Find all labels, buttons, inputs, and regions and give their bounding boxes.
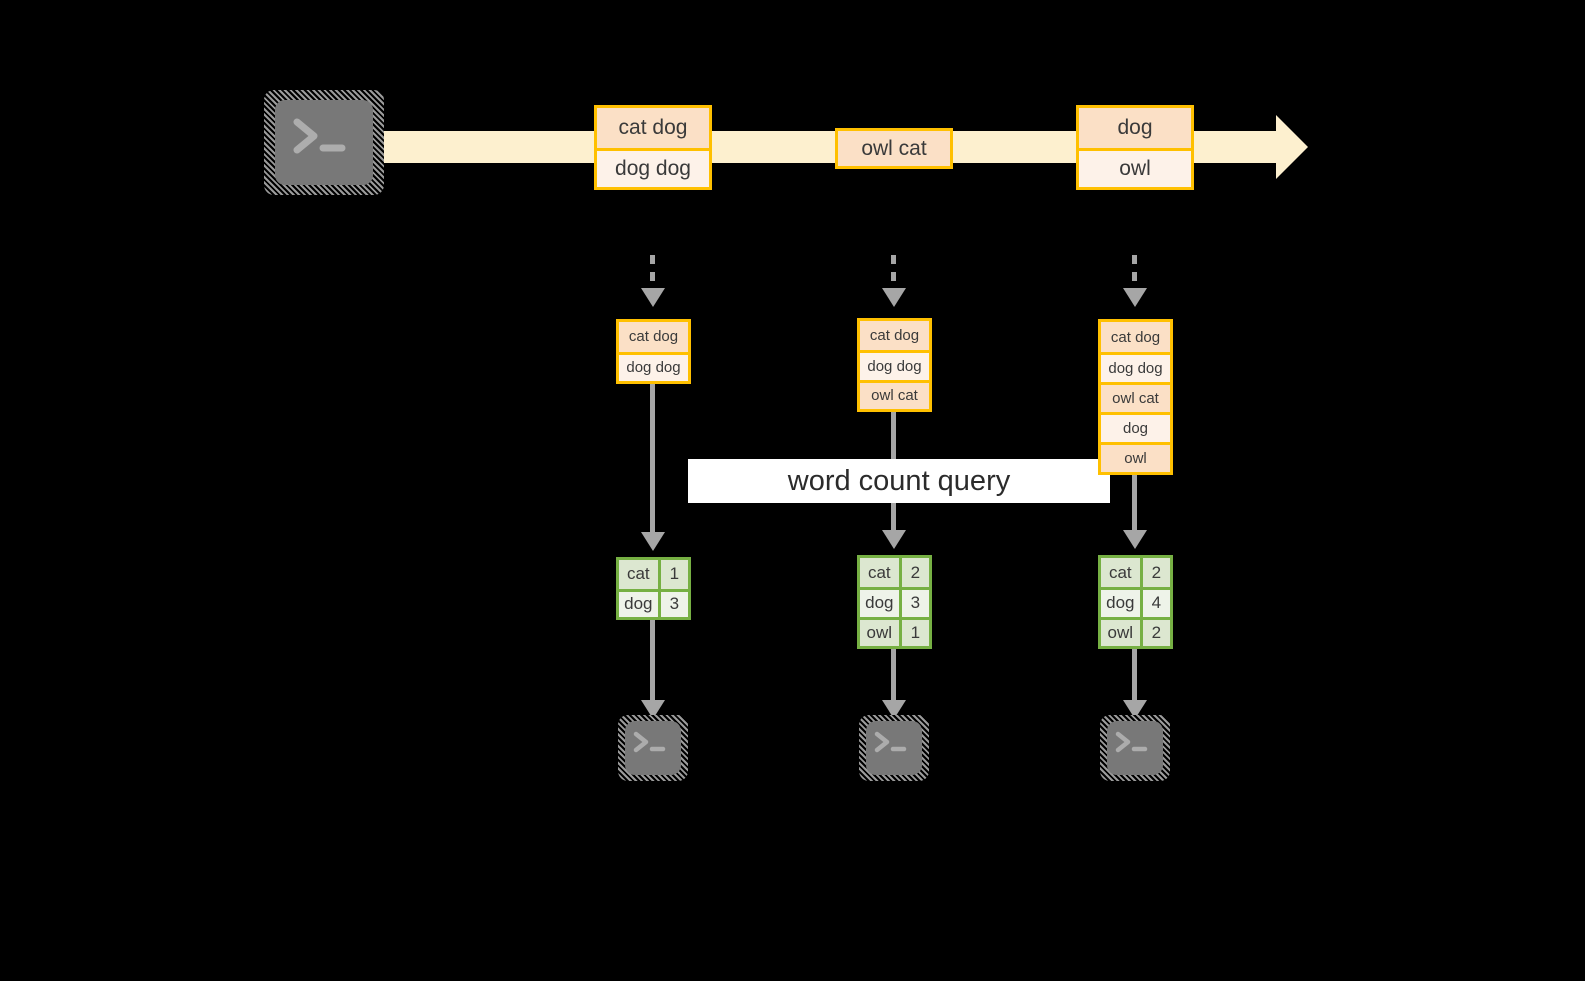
result-word: dog	[860, 590, 899, 617]
result-count: 2	[1139, 558, 1170, 588]
terminal-prompt-icon	[1115, 731, 1148, 753]
stream-state-line: owl cat	[860, 379, 929, 409]
stream-state-box[interactable]: cat dog dog dog	[616, 319, 691, 384]
output-down-arrow-icon	[891, 649, 896, 700]
stream-message-line: dog	[1079, 108, 1191, 148]
terminal-prompt-icon	[633, 731, 666, 753]
table-row: cat 2	[860, 558, 929, 588]
dashed-down-arrow-icon	[891, 255, 896, 288]
stream-state-line: owl	[1101, 442, 1170, 472]
result-word: dog	[619, 591, 658, 617]
result-count: 1	[657, 560, 688, 589]
stream-state-line: cat dog	[619, 322, 688, 352]
output-down-arrow-icon	[650, 620, 655, 700]
query-label: word count query	[688, 459, 1110, 503]
result-count: 2	[1139, 619, 1170, 646]
query-down-arrowhead-icon	[1123, 530, 1147, 549]
query-down-arrowhead-icon	[641, 532, 665, 551]
stream-state-box[interactable]: cat dog dog dog owl cat	[857, 318, 932, 412]
stream-state-line: dog dog	[1101, 352, 1170, 382]
stream-message-line: owl	[1079, 147, 1191, 187]
output-down-arrowhead-icon	[641, 700, 665, 719]
consumer-terminal-icon[interactable]	[618, 715, 688, 781]
stream-state-box[interactable]: cat dog dog dog owl cat dog owl	[1098, 319, 1173, 475]
table-row: cat 2	[1101, 558, 1170, 588]
result-table[interactable]: cat 1 dog 3	[616, 557, 691, 620]
consumer-terminal-icon[interactable]	[859, 715, 929, 781]
query-down-arrow-icon	[1132, 474, 1137, 530]
result-count: 4	[1139, 590, 1170, 617]
result-word: dog	[1101, 590, 1140, 617]
dashed-down-arrowhead-icon	[641, 288, 665, 307]
result-count: 3	[657, 591, 688, 617]
result-word: cat	[619, 560, 658, 589]
result-word: cat	[1101, 558, 1140, 588]
result-count: 3	[898, 590, 929, 617]
terminal-screen	[275, 100, 373, 185]
terminal-prompt-icon	[874, 731, 907, 753]
table-row: dog 3	[619, 588, 688, 617]
result-word: owl	[1101, 619, 1140, 646]
stream-message-line: dog dog	[597, 147, 709, 187]
output-down-arrowhead-icon	[882, 700, 906, 719]
stream-state-line: cat dog	[860, 321, 929, 351]
stream-state-line: dog dog	[860, 350, 929, 380]
stream-state-line: cat dog	[1101, 322, 1170, 352]
result-count: 1	[898, 619, 929, 646]
stream-message[interactable]: owl cat	[835, 128, 953, 169]
table-row: dog 3	[860, 587, 929, 617]
result-table[interactable]: cat 2 dog 4 owl 2	[1098, 555, 1173, 649]
query-down-arrowhead-icon	[882, 530, 906, 549]
query-down-arrow-icon	[650, 384, 655, 532]
dashed-down-arrowhead-icon	[1123, 288, 1147, 307]
table-row: dog 4	[1101, 587, 1170, 617]
dashed-down-arrowhead-icon	[882, 288, 906, 307]
consumer-terminal-icon[interactable]	[1100, 715, 1170, 781]
result-word: owl	[860, 619, 899, 646]
stream-state-line: dog dog	[619, 351, 688, 381]
terminal-prompt-icon	[293, 118, 346, 154]
stream-message[interactable]: dog owl	[1076, 105, 1194, 190]
result-table[interactable]: cat 2 dog 3 owl 1	[857, 555, 932, 649]
output-down-arrowhead-icon	[1123, 700, 1147, 719]
stream-message-line: cat dog	[597, 108, 709, 148]
stream-state-line: dog	[1101, 412, 1170, 442]
stream-message-line: owl cat	[838, 131, 950, 166]
stream-arrowhead-icon	[1276, 115, 1308, 179]
dashed-down-arrow-icon	[650, 255, 655, 288]
result-count: 2	[898, 558, 929, 588]
producer-terminal-icon[interactable]	[264, 90, 384, 195]
dashed-down-arrow-icon	[1132, 255, 1137, 288]
stream-state-line: owl cat	[1101, 382, 1170, 412]
result-word: cat	[860, 558, 899, 588]
table-row: cat 1	[619, 560, 688, 589]
table-row: owl 2	[1101, 616, 1170, 646]
table-row: owl 1	[860, 616, 929, 646]
stream-message[interactable]: cat dog dog dog	[594, 105, 712, 190]
output-down-arrow-icon	[1132, 649, 1137, 700]
